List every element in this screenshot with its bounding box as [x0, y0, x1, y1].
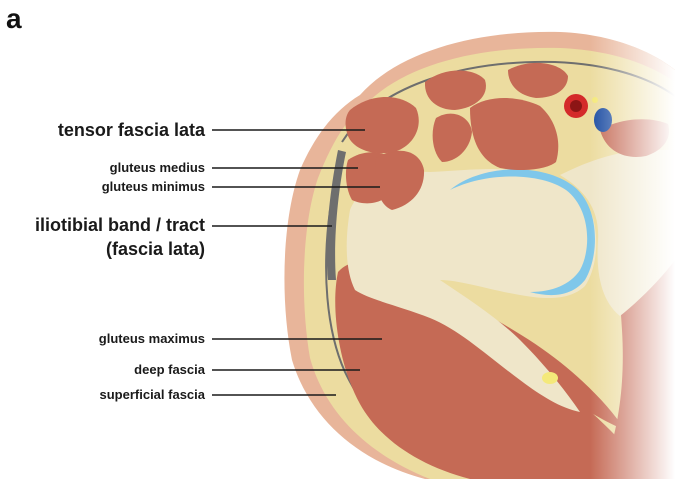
- label-gluteus-maximus: gluteus maximus: [99, 331, 205, 347]
- femoral-artery-lumen: [570, 100, 582, 112]
- label-deep-fascia: deep fascia: [134, 362, 205, 378]
- label-iliotibial-band: iliotibial band / tract: [35, 214, 205, 236]
- right-fade: [590, 0, 675, 479]
- label-gluteus-medius: gluteus medius: [110, 160, 205, 176]
- panel-letter: a: [6, 2, 22, 36]
- label-gluteus-minimus: gluteus minimus: [102, 179, 205, 195]
- label-tensor-fascia-lata: tensor fascia lata: [58, 119, 205, 141]
- label-fascia-lata: (fascia lata): [106, 238, 205, 260]
- label-superficial-fascia: superficial fascia: [100, 387, 206, 403]
- sciatic-nerve: [542, 372, 558, 384]
